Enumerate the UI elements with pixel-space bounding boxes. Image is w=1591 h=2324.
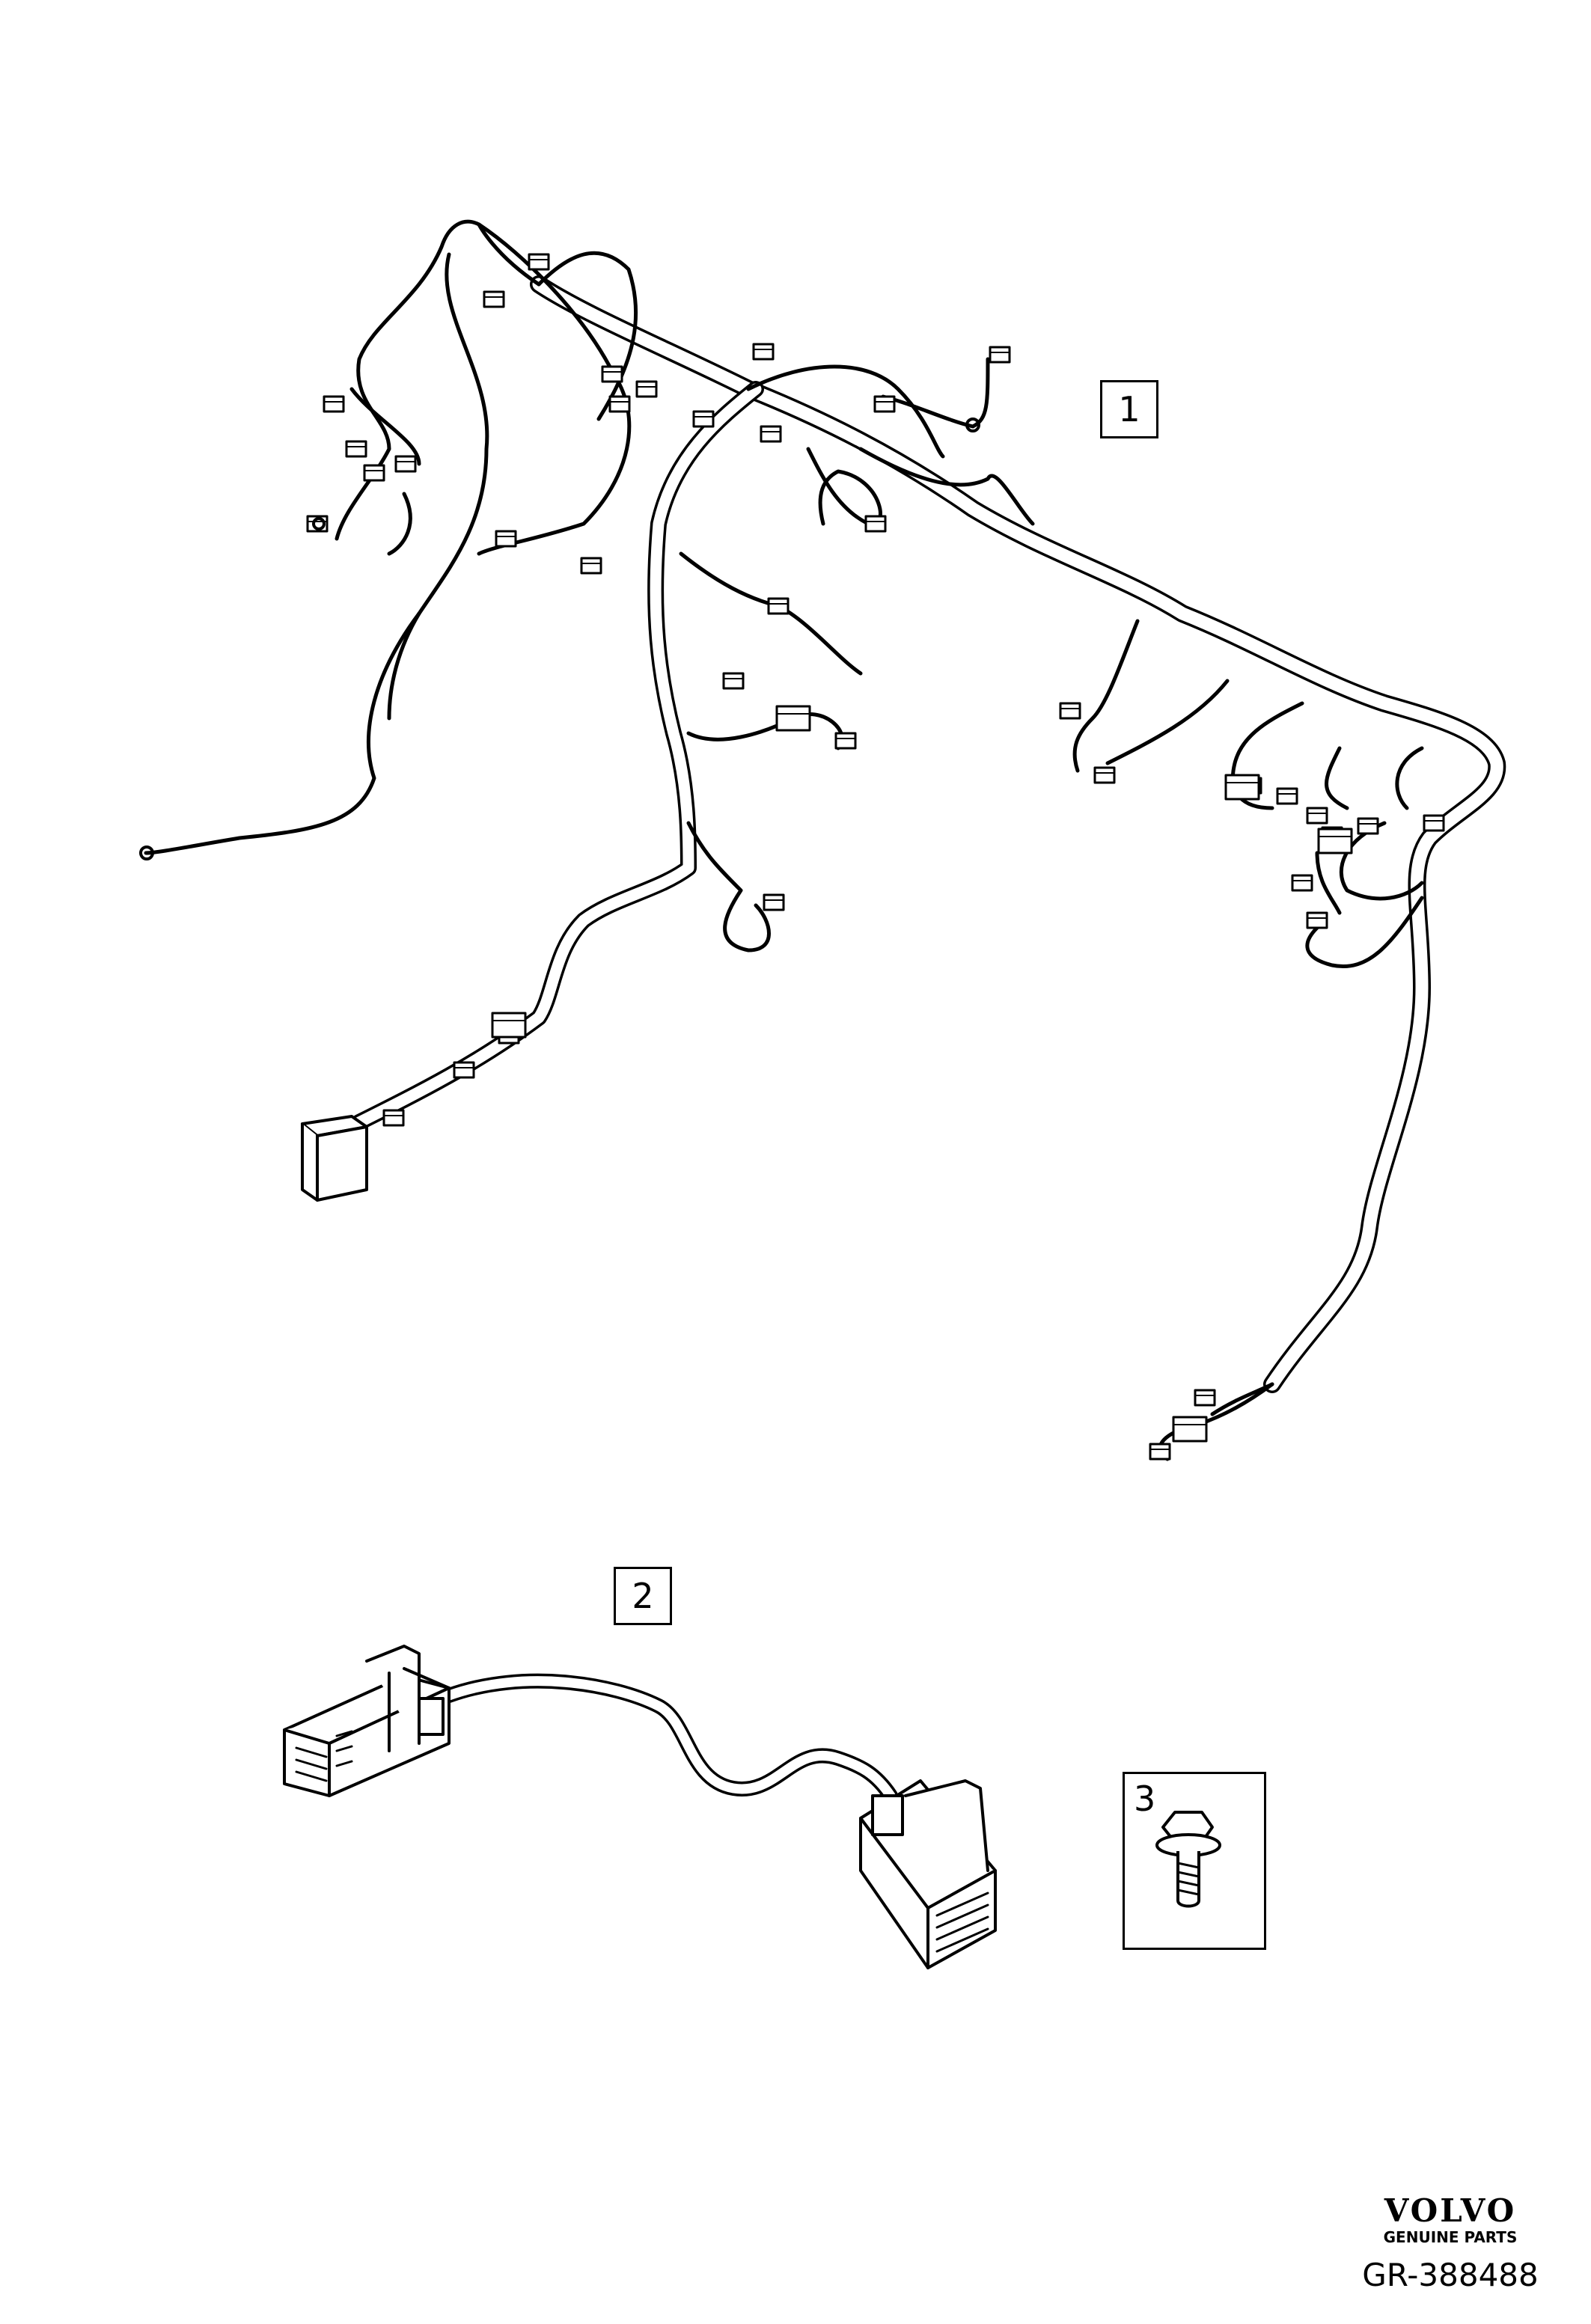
harness-left-branch xyxy=(351,381,764,1131)
right-plug-connector xyxy=(859,1779,997,1969)
diagram-reference-id: GR-388488 xyxy=(1362,2257,1539,2293)
brand-name: VOLVO xyxy=(1384,2192,1517,2229)
callout-part-2: 2 xyxy=(614,1567,672,1625)
bolt-illustration xyxy=(1155,1811,1221,1908)
ring-terminals xyxy=(139,418,980,860)
harness-trunk xyxy=(530,275,1506,1393)
large-block-connector xyxy=(301,1115,368,1202)
callout-part-3-frame: 3 xyxy=(1123,1772,1266,1950)
callout-part-1: 1 xyxy=(1100,380,1158,438)
callout-part-3: 3 xyxy=(1134,1779,1156,1819)
left-plug-connector xyxy=(283,1645,451,1797)
harness-connectors xyxy=(306,253,1445,1461)
harness-misc-branches xyxy=(679,357,1424,1461)
wiring-harness xyxy=(139,219,1506,1461)
harness-upper-left xyxy=(144,219,638,855)
brand-logo: VOLVO GENUINE PARTS xyxy=(1353,2192,1548,2247)
adapter-cable xyxy=(283,1645,997,1969)
brand-tagline: GENUINE PARTS xyxy=(1383,2228,1518,2246)
